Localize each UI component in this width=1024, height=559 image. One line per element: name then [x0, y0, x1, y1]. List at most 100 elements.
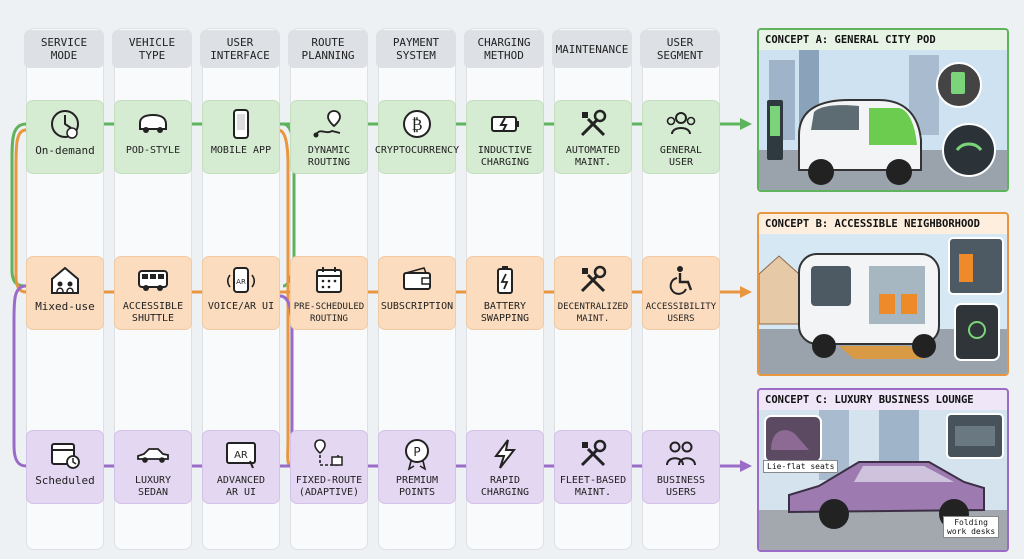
option-general-user[interactable]: GENERAL USER	[642, 100, 720, 174]
option-cryptocurrency[interactable]: ₿ CRYPTOCURRENCY	[374, 100, 460, 174]
smartphone-icon	[233, 109, 249, 139]
svg-text:₿: ₿	[411, 115, 422, 134]
option-mobile-app[interactable]: MOBILE APP	[202, 100, 280, 174]
option-advanced-ar-ui[interactable]: AR ADVANCED AR UI	[202, 430, 280, 504]
calendar-icon	[316, 267, 342, 293]
map-route-icon	[314, 439, 343, 466]
header-service-mode: SERVICE MODE	[24, 30, 104, 68]
option-label: VOICE/AR UI	[207, 301, 275, 312]
option-label: On-demand	[35, 144, 95, 157]
option-label: PRE-SCHEDULED ROUTING	[293, 302, 365, 324]
orange-arrow-head	[740, 286, 752, 298]
sedan-icon	[137, 448, 169, 463]
option-label: PREMIUM POINTS	[395, 475, 439, 498]
option-label: AUTOMATED MAINT.	[565, 145, 621, 168]
header-vehicle-type: VEHICLE TYPE	[112, 30, 192, 68]
option-label: FIXED-ROUTE (ADAPTIVE)	[295, 475, 363, 498]
folding-work-desks-label: Folding work desks	[943, 516, 1000, 538]
purple-flow-curve-left	[12, 284, 27, 468]
option-label: CRYPTOCURRENCY	[374, 145, 460, 156]
option-mixed-use[interactable]: Mixed-use	[26, 256, 104, 330]
option-label: FLEET-BASED MAINT.	[559, 475, 627, 498]
option-label: ACCESSIBILITY USERS	[645, 302, 717, 324]
option-label: ACCESSIBLE SHUTTLE	[122, 301, 184, 324]
header-payment-system: PAYMENT SYSTEM	[376, 30, 456, 68]
concept-a-title: CONCEPT A: GENERAL CITY POD	[765, 34, 936, 46]
option-scheduled[interactable]: Scheduled	[26, 430, 104, 504]
option-pre-scheduled-routing[interactable]: PRE-SCHEDULED ROUTING	[290, 256, 368, 330]
pod-car-icon	[139, 113, 167, 133]
wrench-screwdriver-icon	[580, 265, 607, 293]
voice-ar-icon: AR	[226, 267, 256, 293]
luxury-sedan-illustration	[759, 410, 1007, 550]
svg-text:AR: AR	[236, 278, 246, 286]
option-label: RAPID CHARGING	[480, 475, 530, 498]
houses-people-icon	[51, 266, 79, 294]
header-charging-method: CHARGING METHOD	[464, 30, 544, 68]
shuttle-bus-icon	[138, 270, 168, 291]
option-on-demand[interactable]: On-demand	[26, 100, 104, 174]
route-pin-icon	[313, 110, 341, 138]
orange-flow-curve-left	[14, 128, 27, 294]
option-accessible-shuttle[interactable]: ACCESSIBLE SHUTTLE	[114, 256, 192, 330]
option-label: MOBILE APP	[210, 145, 272, 156]
svg-text:AR: AR	[234, 450, 248, 461]
calendar-clock-icon	[51, 443, 80, 469]
lightning-icon	[494, 439, 517, 469]
purple-arrow-head	[740, 460, 752, 472]
wallet-icon	[403, 267, 431, 290]
concept-c-title: CONCEPT C: LUXURY BUSINESS LOUNGE	[765, 394, 974, 406]
concept-b-title: CONCEPT B: ACCESSIBLE NEIGHBORHOOD SHUTT…	[765, 218, 980, 250]
option-label: GENERAL USER	[659, 145, 703, 168]
battery-icon	[497, 266, 513, 294]
option-label: DYNAMIC ROUTING	[307, 145, 351, 168]
wheelchair-icon	[669, 266, 693, 295]
clock-icon	[51, 110, 79, 139]
concept-a-card[interactable]: CONCEPT A: GENERAL CITY POD	[757, 28, 1009, 192]
option-accessibility-users[interactable]: ACCESSIBILITY USERS	[642, 256, 720, 330]
option-dynamic-routing[interactable]: DYNAMIC ROUTING	[290, 100, 368, 174]
users-group-icon	[666, 112, 696, 135]
header-maintenance: MAINTENANCE	[552, 30, 632, 68]
inductive-battery-icon	[491, 116, 519, 132]
option-label: BATTERY SWAPPING	[480, 301, 530, 324]
option-business-users[interactable]: BUSINESS USERS	[642, 430, 720, 504]
concept-b-card[interactable]: CONCEPT B: ACCESSIBLE NEIGHBORHOOD SHUTT…	[757, 212, 1009, 376]
option-label: ADVANCED AR UI	[216, 475, 266, 498]
option-label: POD-STYLE	[125, 145, 181, 156]
svg-text:P: P	[413, 445, 420, 459]
option-voice-ar-ui[interactable]: AR VOICE/AR UI	[202, 256, 280, 330]
option-label: DECENTRALIZED MAINT.	[557, 302, 629, 324]
concept-c-card[interactable]: CONCEPT C: LUXURY BUSINESS LOUNGE Lie-fl…	[757, 388, 1009, 552]
option-fleet-based-maint[interactable]: FLEET-BASED MAINT.	[554, 430, 632, 504]
header-route-planning: ROUTE PLANNING	[288, 30, 368, 68]
premium-points-icon: P	[405, 439, 429, 471]
city-pod-illustration	[759, 50, 1007, 190]
wrench-screwdriver-icon	[580, 439, 607, 467]
option-decentralized-maint[interactable]: DECENTRALIZED MAINT.	[554, 256, 632, 330]
option-label: Mixed-use	[35, 300, 95, 313]
option-pod-style[interactable]: POD-STYLE	[114, 100, 192, 174]
header-user-segment: USER SEGMENT	[640, 30, 720, 68]
green-flow-curve-left	[10, 122, 27, 288]
option-premium-points[interactable]: P PREMIUM POINTS	[378, 430, 456, 504]
ar-tablet-icon: AR	[226, 442, 256, 469]
option-rapid-charging[interactable]: RAPID CHARGING	[466, 430, 544, 504]
option-automated-maint[interactable]: AUTOMATED MAINT.	[554, 100, 632, 174]
header-user-interface: USER INTERFACE	[200, 30, 280, 68]
option-inductive-charging[interactable]: INDUCTIVE CHARGING	[466, 100, 544, 174]
option-battery-swapping[interactable]: BATTERY SWAPPING	[466, 256, 544, 330]
wrench-screwdriver-icon	[580, 109, 607, 137]
option-label: LUXURY SEDAN	[134, 475, 172, 498]
option-label: SUBSCRIPTION	[380, 301, 454, 312]
option-subscription[interactable]: SUBSCRIPTION	[378, 256, 456, 330]
option-label: BUSINESS USERS	[656, 475, 706, 498]
shuttle-illustration	[759, 234, 1007, 374]
bitcoin-icon: ₿	[403, 110, 431, 138]
option-luxury-sedan[interactable]: LUXURY SEDAN	[114, 430, 192, 504]
lie-flat-seats-label: Lie-flat seats	[763, 460, 839, 473]
option-label: INDUCTIVE CHARGING	[477, 145, 533, 168]
option-label: Scheduled	[35, 474, 95, 487]
green-arrow-head	[740, 118, 752, 130]
option-fixed-route[interactable]: FIXED-ROUTE (ADAPTIVE)	[290, 430, 368, 504]
